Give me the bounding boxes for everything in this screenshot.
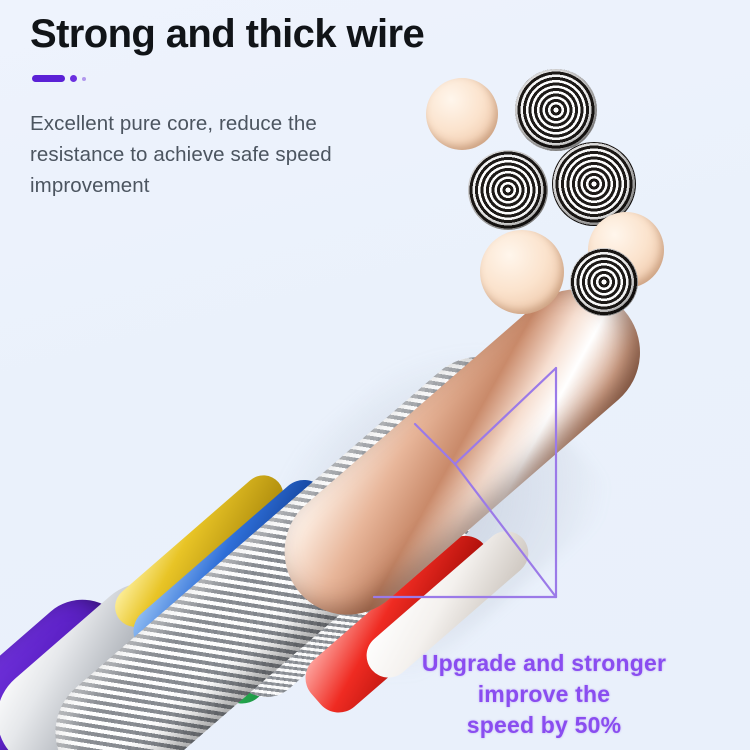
accent-divider	[32, 75, 86, 82]
strand-core-3	[552, 142, 636, 226]
cable-cut-face	[404, 69, 664, 320]
accent-dot-small	[82, 76, 86, 81]
solid-core-3	[480, 230, 564, 314]
description-text: Excellent pure core, reduce the resistan…	[30, 112, 332, 197]
page-title: Strong and thick wire	[30, 12, 425, 56]
solid-core-1	[426, 78, 498, 150]
callout-line-1: Upgrade and stronger	[421, 650, 667, 676]
accent-dot-large	[70, 75, 77, 82]
callout-text: Upgrade and stronger improve the speed b…	[386, 648, 702, 741]
strand-core-2	[468, 150, 548, 230]
accent-bar	[32, 75, 65, 82]
strand-core-4	[570, 248, 638, 316]
strand-core-1	[515, 69, 597, 151]
callout-line-3: speed by 50%	[466, 712, 622, 738]
callout-line-2: improve the	[477, 681, 611, 707]
